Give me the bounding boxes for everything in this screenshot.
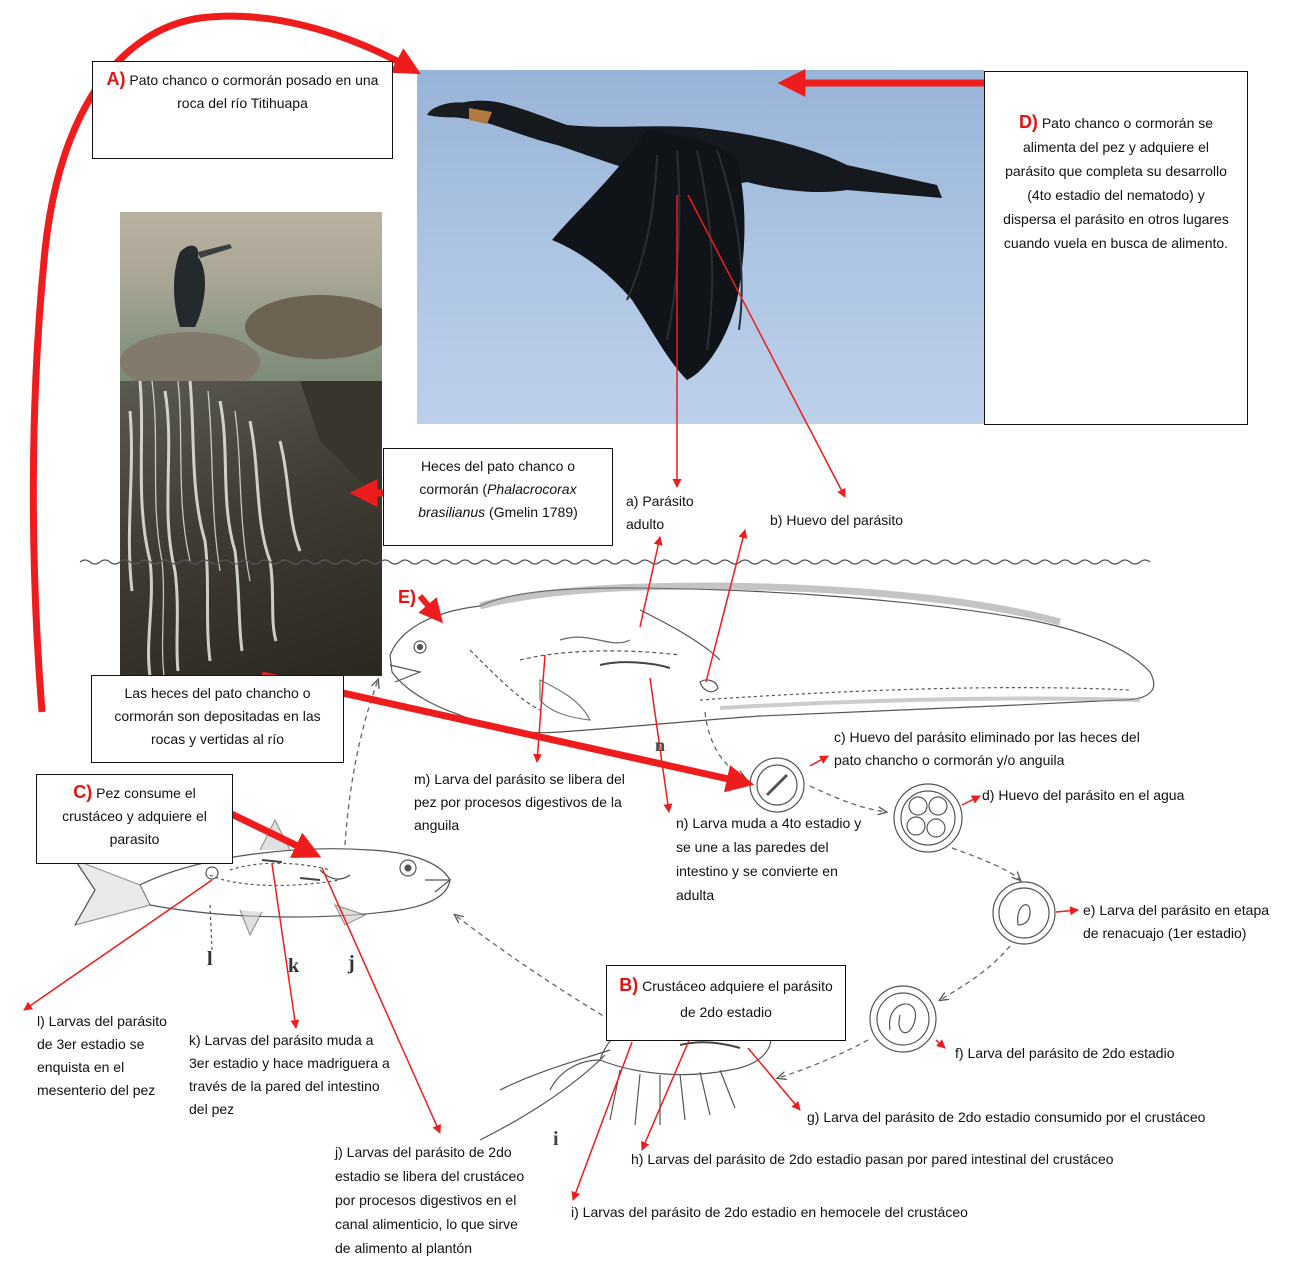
label-b: b) Huevo del parásito: [770, 509, 903, 532]
label-c: c) Huevo del parásito eliminado por las …: [834, 726, 1164, 772]
cycle-arrow-crust-to-fish: [455, 915, 610, 1020]
label-e: e) Larva del parásito en etapa de renacu…: [1083, 899, 1288, 945]
box-deposit: Las heces del pato chancho o cormorán so…: [91, 675, 344, 763]
label-n: n) Larva muda a 4to estadio y se une a l…: [676, 811, 866, 907]
cycle-arrow-eel-to-c: [705, 712, 745, 778]
label-d: d) Huevo del parásito en el agua: [982, 784, 1184, 807]
label-i: i) Larvas del parásito de 2do estadio en…: [571, 1201, 968, 1224]
box-b-key: B): [619, 975, 638, 995]
box-b-text: Crustáceo adquiere el parásito de 2do es…: [642, 978, 833, 1020]
water-surface-line: [80, 560, 1150, 564]
leader-crust-to-g: [748, 1048, 800, 1110]
box-c-key: C): [73, 782, 92, 802]
leader-eel-to-b: [706, 530, 745, 682]
label-m: m) Larva del parásito se libera del pez …: [414, 768, 629, 837]
label-f: f) Larva del parásito de 2do estadio: [955, 1042, 1174, 1065]
label-g: g) Larva del parásito de 2do estadio con…: [807, 1106, 1205, 1129]
label-k: k) Larvas del parásito muda a 3er estadi…: [189, 1029, 394, 1121]
leader-e-to-label: [1056, 910, 1078, 912]
leader-eel-to-a: [640, 537, 660, 627]
fish-letter-k: k: [288, 955, 299, 978]
box-d-key: D): [1019, 112, 1038, 132]
box-heces-line2: (Gmelin 1789): [485, 504, 578, 520]
egg-stage-e: [993, 882, 1055, 944]
leader-f-to-label: [936, 1040, 945, 1048]
leader-crust-to-i: [573, 1042, 632, 1200]
crust-letter-i: i: [553, 1128, 559, 1151]
leader-bird-to-b: [688, 195, 845, 497]
label-a: a) Parásito adulto: [626, 490, 716, 536]
eel-letter-n: n: [655, 735, 665, 756]
fish-letter-j: j: [348, 952, 355, 975]
leader-crust-to-h: [642, 1038, 690, 1150]
egg-stage-d: [894, 784, 962, 852]
cycle-arrow-d-to-e: [952, 848, 1020, 880]
box-a: A) Pato chanco o cormorán posado en una …: [92, 61, 393, 159]
box-d-text: Pato chanco o cormorán se alimenta del p…: [1003, 115, 1229, 251]
leader-c-to-label: [810, 756, 828, 766]
fish-letter-l: l: [207, 948, 213, 971]
cycle-arrow-e-to-f: [940, 946, 1010, 1000]
label-j: j) Larvas del parásito de 2do estadio se…: [335, 1140, 525, 1260]
box-a-key: A): [107, 69, 126, 89]
label-l: l) Larvas del parásito de 3er estadio se…: [37, 1010, 167, 1102]
label-h: h) Larvas del parásito de 2do estadio pa…: [631, 1148, 1114, 1171]
marker-e: E): [398, 587, 416, 608]
box-heces: Heces del pato chanco o cormorán (Phalac…: [383, 448, 613, 546]
box-c: C) Pez consume el crustáceo y adquiere e…: [36, 774, 233, 864]
box-d: D) Pato chanco o cormorán se alimenta de…: [984, 71, 1248, 425]
eel-drawing: [390, 586, 1154, 733]
egg-stage-c: [750, 758, 804, 812]
leader-d-to-label: [962, 796, 980, 805]
box-deposit-text: Las heces del pato chancho o cormorán so…: [114, 685, 320, 747]
cycle-arrow-fish-to-eel: [345, 680, 378, 845]
box-b: B) Crustáceo adquiere el parásito de 2do…: [606, 965, 846, 1041]
egg-stage-f: [870, 986, 936, 1052]
leader-fish-to-k: [272, 864, 296, 1028]
cycle-arrow-c-to-d: [810, 786, 886, 812]
cycle-arrow-f-to-crust: [778, 1040, 868, 1078]
box-a-text: Pato chanco o cormorán posado en una roc…: [129, 72, 378, 111]
leader-eel-to-m: [537, 655, 545, 762]
arrow-e-marker: [420, 596, 436, 615]
